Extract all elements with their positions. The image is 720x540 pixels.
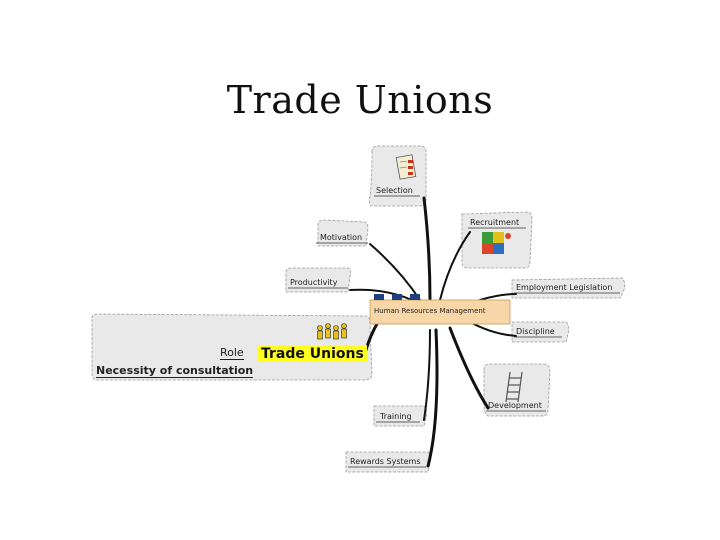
branch-development: Development [488,402,542,410]
hrm-square-3 [410,294,420,300]
branch-recruitment: Recruitment [470,219,519,227]
central-topic: Human Resources Management [374,307,486,315]
trade-unions-topic: Trade Unions [258,345,367,362]
hrm-square-2 [392,294,402,300]
branch-motivation: Motivation [320,234,362,242]
branch-rewards-systems: Rewards Systems [350,458,421,466]
subtopic-necessity-of-consultation: Necessity of consultation [96,364,253,378]
branch-selection: Selection [376,187,413,195]
hrm-square-1 [374,294,384,300]
branch-employment-legislation: Employment Legislation [516,284,612,292]
branch-productivity: Productivity [290,279,337,287]
branch-discipline: Discipline [516,328,555,336]
clipboard-icon [396,155,416,179]
branch-training: Training [380,413,412,421]
subtopic-role: Role [220,346,244,360]
selection-bubble [369,146,426,206]
